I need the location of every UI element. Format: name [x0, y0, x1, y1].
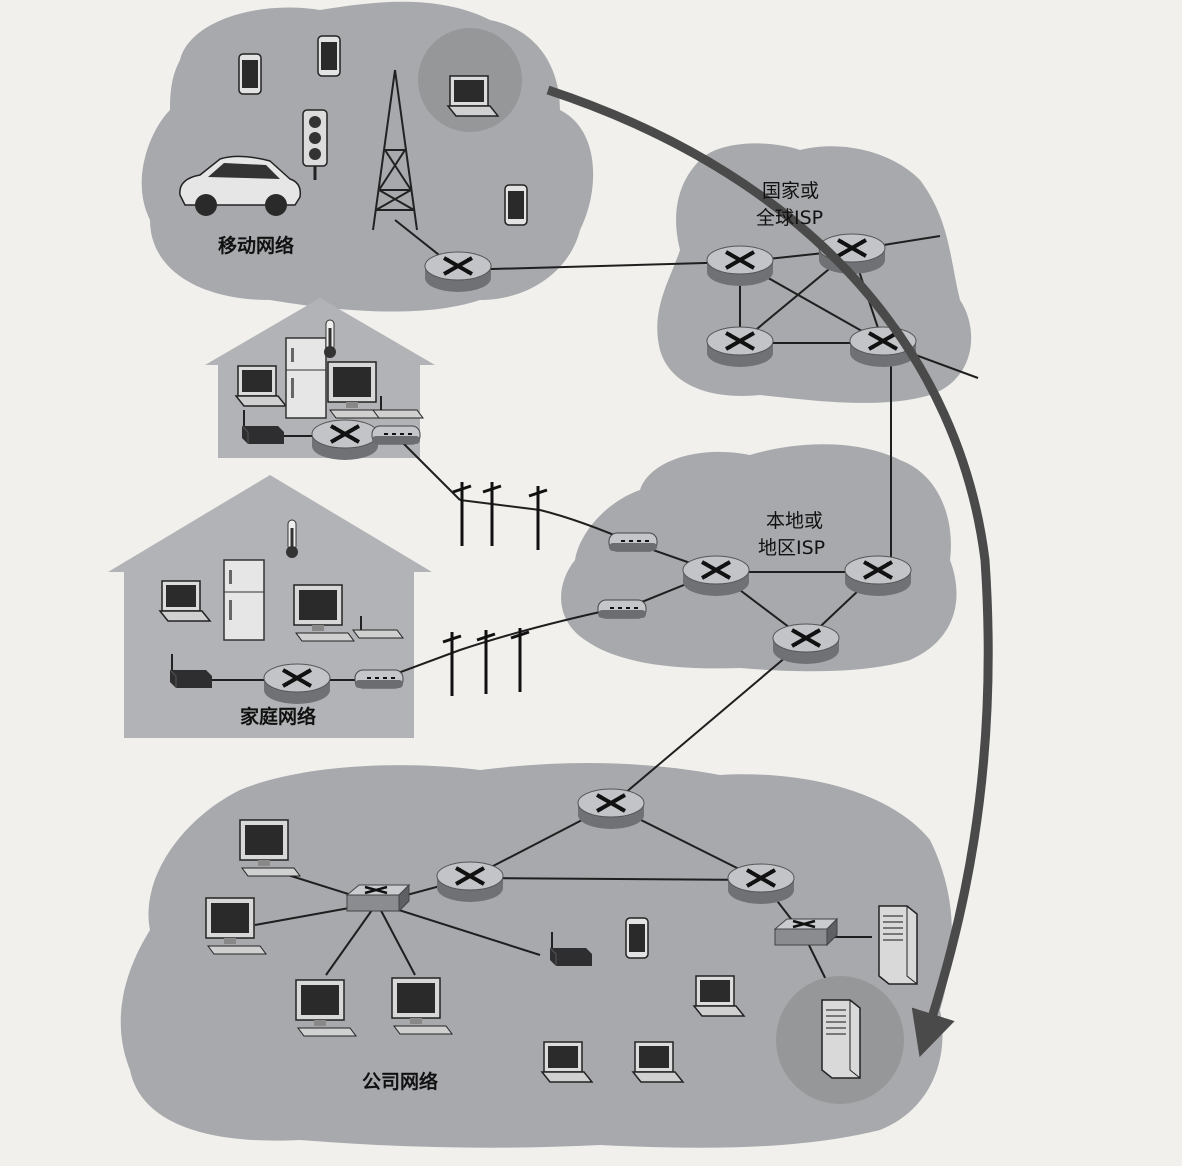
modem-icon	[354, 669, 404, 689]
car-icon	[179, 155, 302, 216]
thermometer-icon	[285, 519, 299, 559]
local-isp-label-line2: 地区ISP	[758, 537, 825, 559]
local-isp-label-line1: 本地或	[766, 510, 823, 532]
router-icon	[681, 554, 751, 598]
router-icon	[262, 662, 332, 706]
router-icon	[843, 554, 913, 598]
enterprise-network-label: 公司网络	[362, 1070, 438, 1093]
modem-icon	[597, 599, 647, 619]
server-icon	[878, 905, 918, 985]
phone-icon	[504, 184, 528, 226]
router-icon	[576, 787, 646, 831]
local-isp-cloud	[561, 444, 957, 672]
utility-pole-icon	[481, 480, 503, 548]
traffic-light-icon	[302, 109, 328, 180]
fridge-icon	[223, 559, 265, 641]
mobile-network-cloud	[141, 1, 594, 312]
server-icon	[821, 999, 861, 1079]
utility-pole-icon	[509, 626, 531, 694]
national-isp-label-line1: 国家或	[762, 180, 819, 202]
phone-icon	[317, 35, 341, 77]
router-icon	[705, 244, 775, 288]
home-network-label: 家庭网络	[240, 705, 316, 728]
thermometer-icon	[323, 319, 337, 359]
router-icon	[423, 250, 493, 294]
path-arrow	[546, 85, 993, 1058]
phone-icon	[238, 53, 262, 95]
utility-pole-icon	[527, 484, 549, 552]
router-icon	[771, 622, 841, 666]
modem-icon	[371, 425, 421, 445]
modem-icon	[608, 532, 658, 552]
national-isp-label-line2: 全球ISP	[756, 207, 823, 229]
router-icon	[726, 862, 796, 906]
router-icon	[705, 325, 775, 369]
switch-icon	[345, 883, 411, 913]
utility-pole-icon	[441, 630, 463, 698]
switch-icon	[773, 917, 839, 947]
enterprise-network-cloud	[120, 763, 952, 1148]
mobile-network-label: 移动网络	[218, 234, 294, 257]
router-icon	[435, 860, 505, 904]
fridge-icon	[285, 337, 327, 419]
lower-house	[108, 475, 432, 738]
tablet-icon	[625, 917, 649, 959]
router-icon	[310, 418, 380, 462]
cell-tower-icon	[372, 69, 418, 231]
utility-pole-icon	[451, 480, 473, 548]
